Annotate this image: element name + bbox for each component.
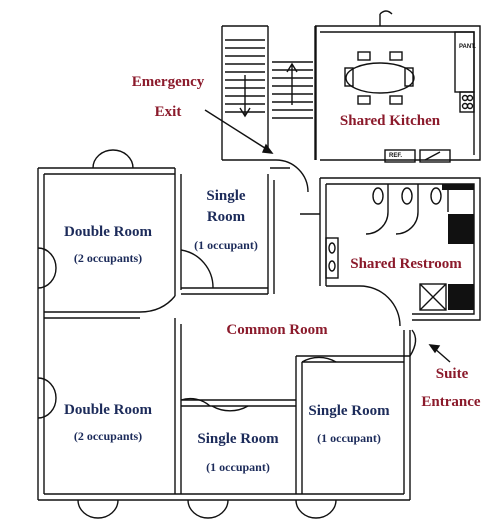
single-room-top-walls — [180, 174, 275, 295]
double-room-walls — [44, 174, 182, 494]
emergency-exit-label-line2: Exit — [154, 104, 182, 120]
right-lower-walls — [295, 329, 417, 494]
single-room-top-label-line2: Room — [206, 209, 246, 225]
fridge-label: REF. — [389, 153, 403, 159]
kitchen-walls — [314, 10, 481, 163]
pantry-label: PANT. — [459, 44, 476, 50]
suite-entrance-label-line2: Entrance — [421, 394, 481, 410]
outer-walls — [37, 167, 411, 501]
single-room-top-occupancy: (1 occupant) — [194, 238, 258, 252]
suite-entrance-label-line1: Suite — [435, 366, 469, 382]
shared-kitchen-label: Shared Kitchen — [339, 113, 441, 129]
single-room-bottom-mid-label: Single Room — [197, 431, 279, 447]
windows — [37, 149, 337, 519]
restroom-fixtures — [442, 184, 474, 310]
single-room-bottom-mid-walls — [180, 397, 296, 412]
annotation-arrows — [204, 109, 451, 363]
double-room-bottom-occupancy: (2 occupants) — [73, 429, 143, 443]
restroom-walls — [300, 177, 481, 327]
common-room-label: Common Room — [226, 322, 328, 338]
single-room-bottom-mid-occupancy: (1 occupant) — [206, 460, 270, 474]
emergency-exit-label-line1: Emergency — [131, 74, 205, 90]
single-room-bottom-right-label: Single Room — [308, 403, 390, 419]
shared-restroom-label: Shared Restroom — [350, 256, 462, 272]
double-room-bottom-label: Double Room — [64, 402, 152, 418]
single-room-bottom-right-occupancy: (1 occupant) — [317, 431, 381, 445]
stairwell — [221, 25, 317, 193]
double-room-top-label: Double Room — [64, 224, 152, 240]
single-room-top-label-line1: Single — [206, 188, 246, 204]
double-room-top-occupancy: (2 occupants) — [73, 251, 143, 265]
